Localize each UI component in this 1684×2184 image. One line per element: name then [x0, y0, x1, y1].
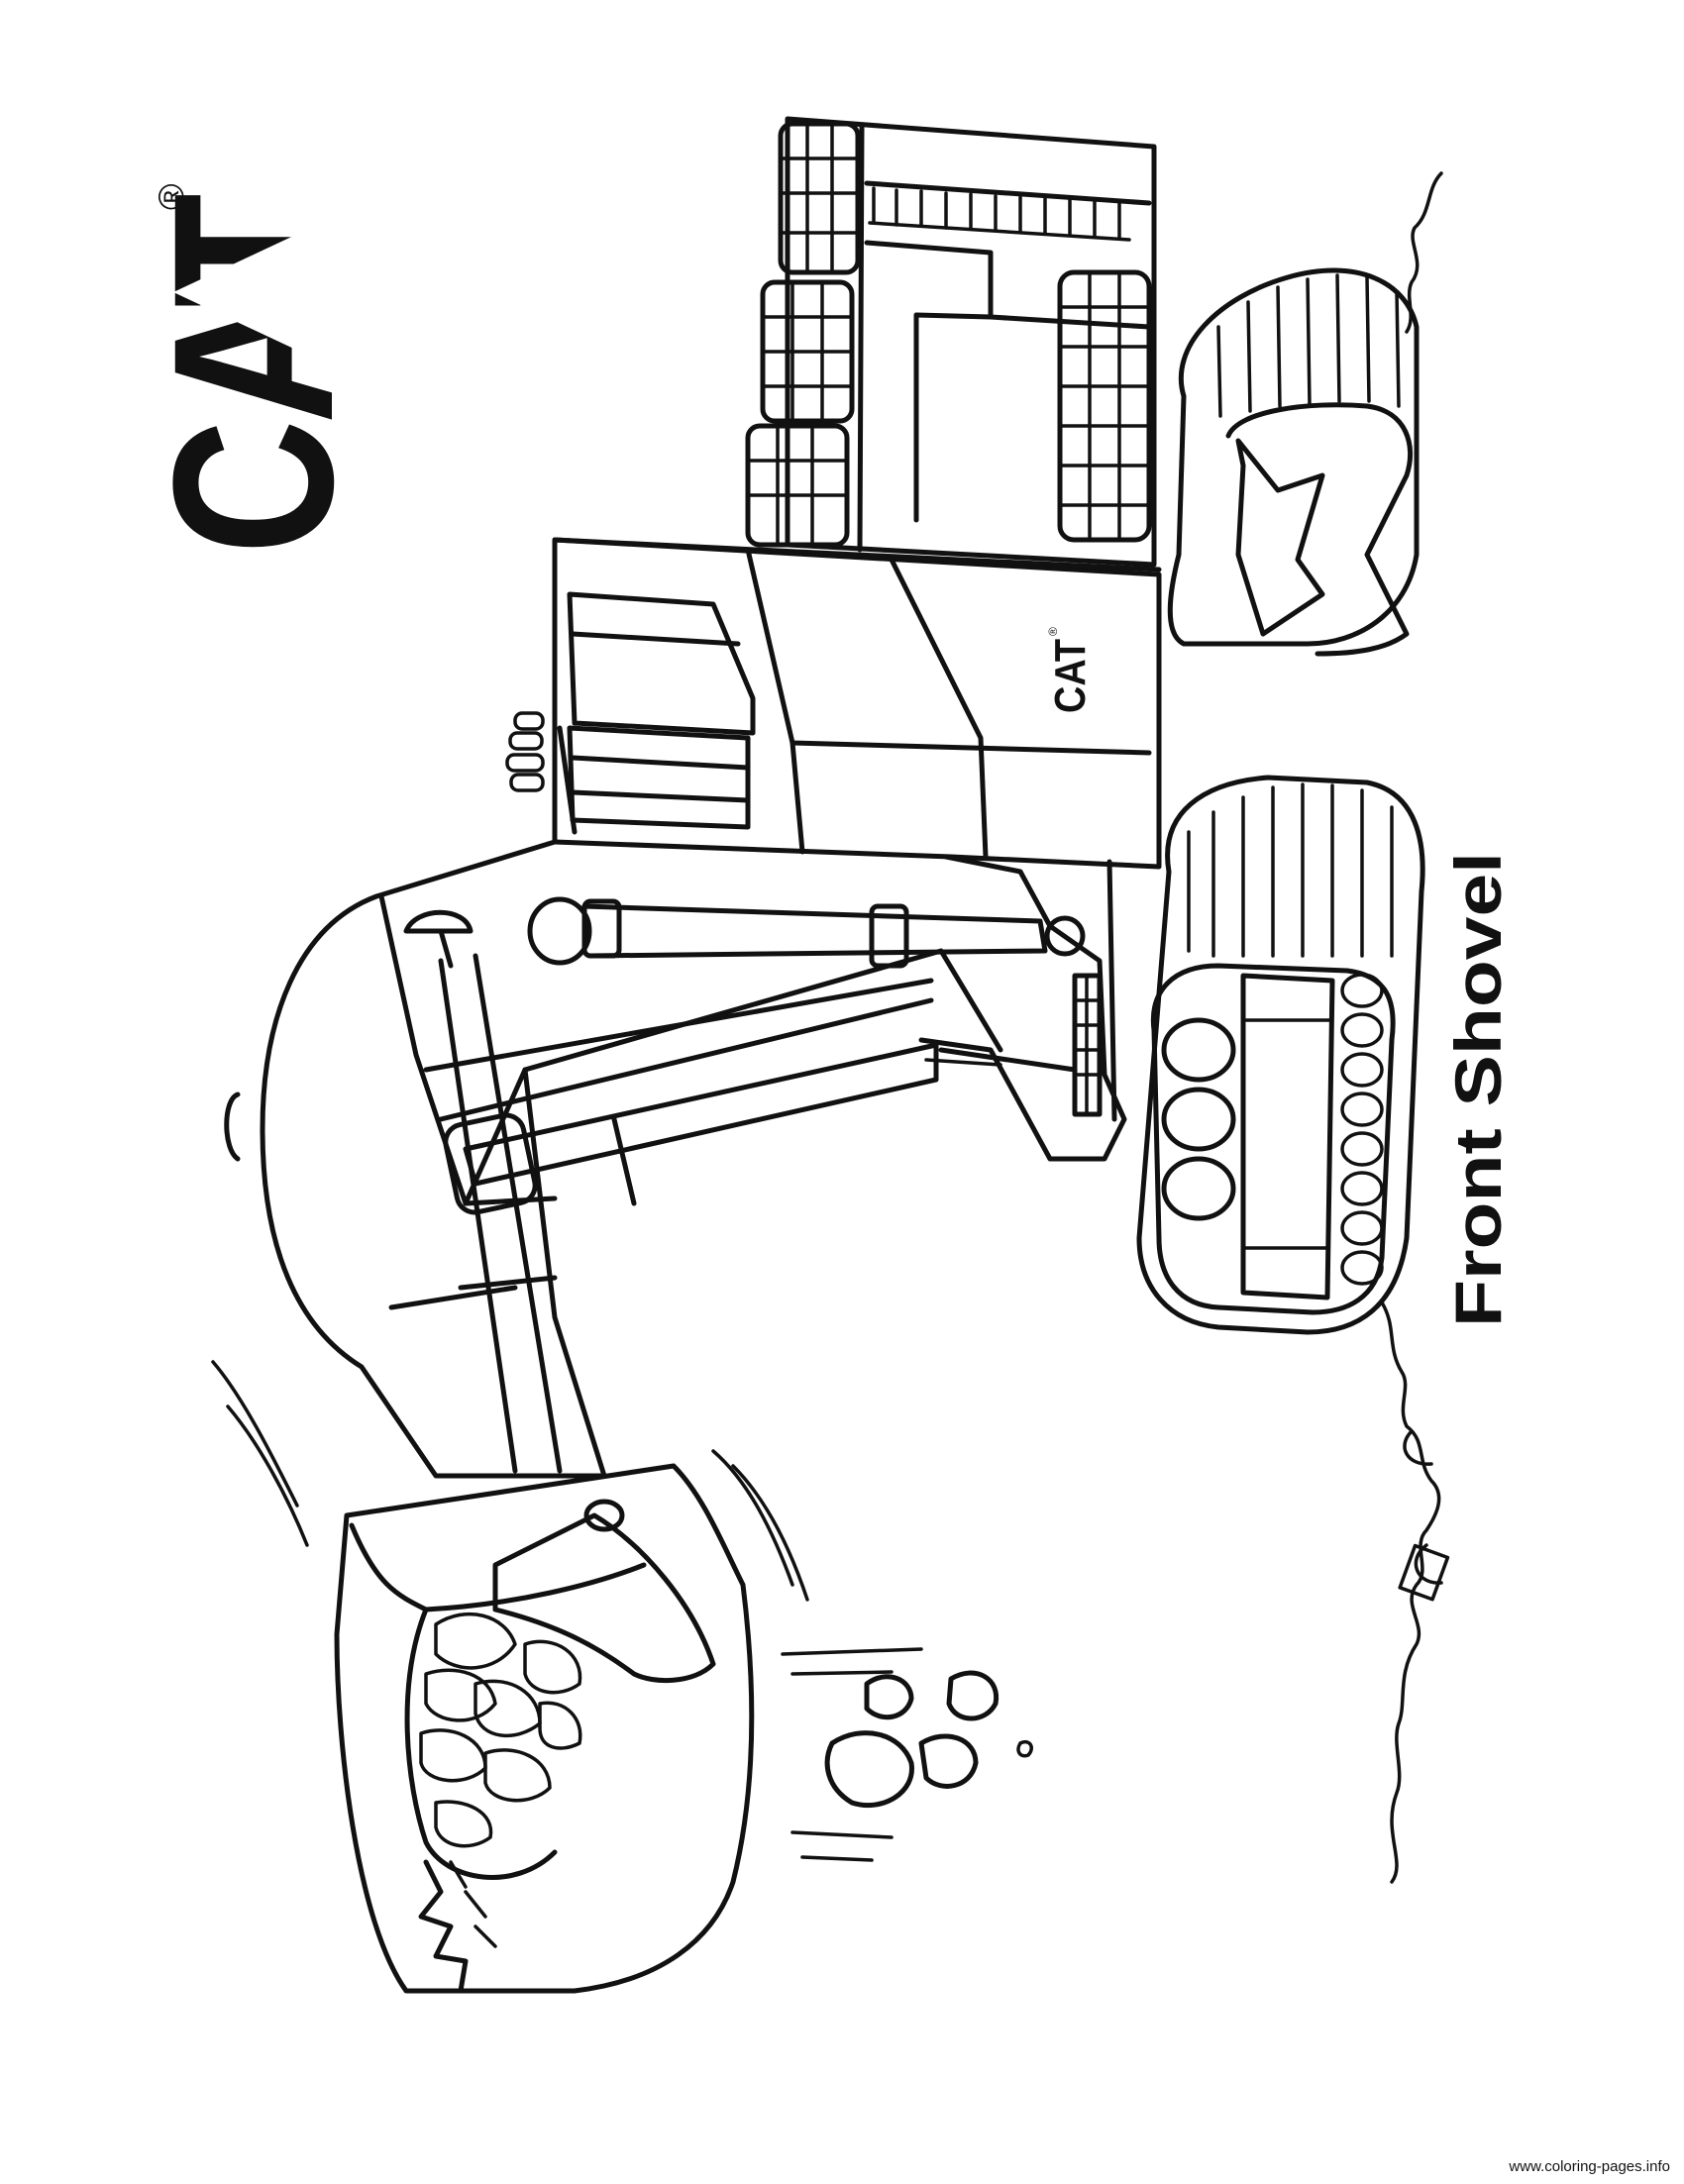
grill-blocks-right	[1057, 269, 1152, 543]
machine-cat-badge: CAT ®	[1046, 627, 1095, 713]
footer-website: www.coloring-pages.info	[1509, 2158, 1670, 2175]
cat-logo-text: CAT	[126, 194, 380, 555]
crawler-track-rear	[1167, 267, 1420, 657]
cab-handrail	[505, 711, 545, 792]
falling-rocks	[824, 1670, 1033, 1809]
hydraulic-cylinder-upper	[527, 896, 1086, 969]
hydraulic-cylinder-lower	[443, 1042, 939, 1215]
bucket	[334, 1463, 755, 1994]
machine-badge-registered: ®	[1046, 627, 1060, 636]
cab-body: CAT ®	[505, 537, 1162, 870]
rear-housing	[745, 116, 1157, 568]
vent-grill	[868, 186, 1131, 242]
caption-front-shovel: Front Shovel	[1441, 852, 1515, 1327]
carbody	[918, 854, 1127, 1162]
cat-logo-registered: ®	[151, 183, 191, 210]
cat-logo-triangle-icon	[173, 218, 332, 366]
grill-blocks-left	[745, 121, 861, 548]
motion-lines	[211, 1360, 923, 1862]
cab-windows	[557, 591, 756, 835]
track-rollers	[1161, 973, 1384, 1286]
cat-logo: CAT ®	[126, 183, 380, 555]
bucket-rocks	[419, 1612, 582, 1848]
boom-assembly	[224, 839, 1086, 1479]
machine-badge-text: CAT	[1046, 639, 1095, 713]
crawler-track-front	[1136, 775, 1425, 1335]
